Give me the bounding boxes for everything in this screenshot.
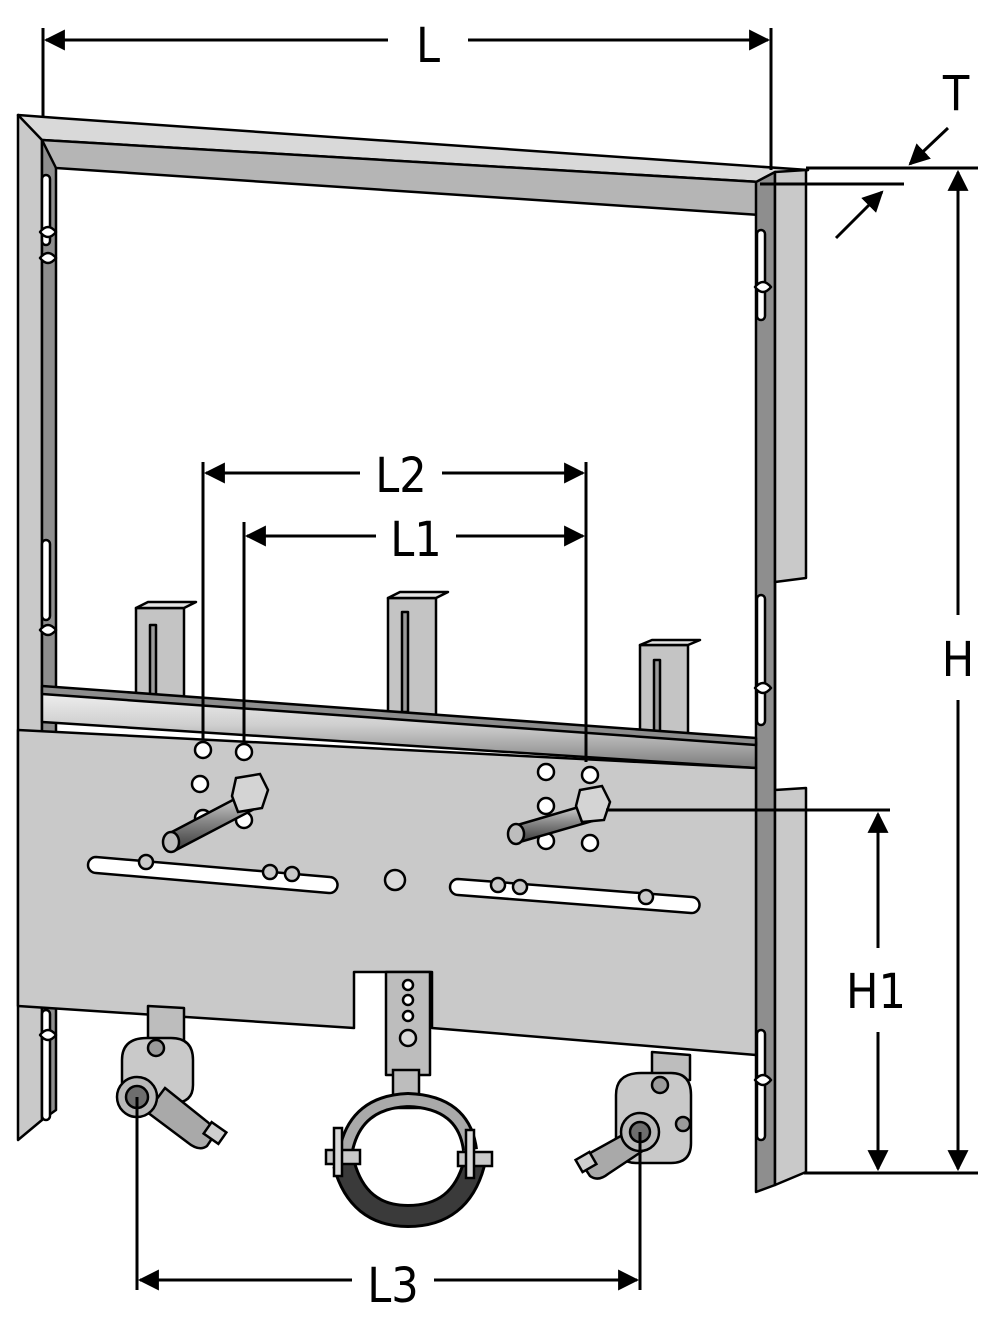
dimension-lines (41, 28, 978, 1291)
dim-label-H: H (942, 632, 974, 688)
dimension-labels: L L2 L1 L3 H H1 T (367, 18, 974, 1314)
dim-T-arrow-bottom (834, 190, 884, 240)
wall-elbow-right (573, 1071, 693, 1180)
dim-label-T: T (942, 66, 970, 122)
dim-label-L2: L2 (375, 448, 427, 504)
dim-T-arrow-top (908, 126, 950, 166)
dim-label-L3: L3 (367, 1258, 419, 1314)
dim-label-L1: L1 (390, 512, 442, 568)
pipe-clamp (324, 1068, 494, 1229)
threaded-rod-left (161, 772, 270, 854)
dim-label-H1: H1 (846, 964, 906, 1020)
top-crossbar (16, 113, 810, 217)
installation-frame (16, 113, 810, 1194)
wall-elbow-left (115, 1036, 229, 1150)
mounting-rail (40, 684, 758, 770)
dim-label-L: L (416, 18, 440, 74)
support-channels (134, 590, 702, 742)
right-upright (753, 168, 808, 1194)
threaded-rod-right (506, 784, 612, 846)
